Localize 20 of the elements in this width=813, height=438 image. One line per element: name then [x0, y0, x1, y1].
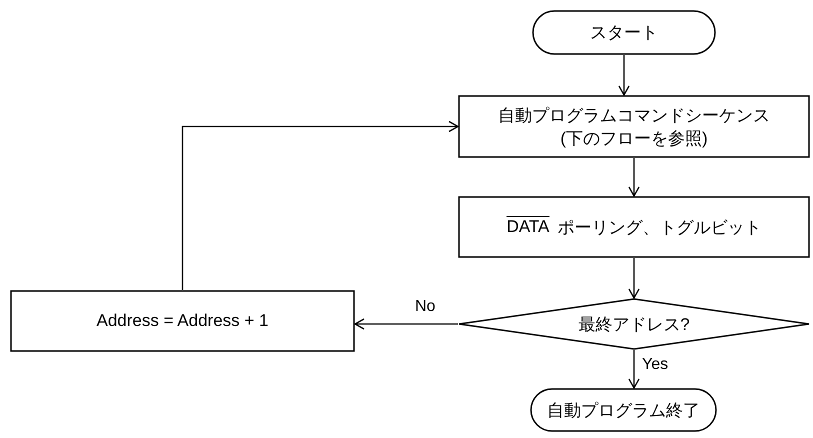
terminal-shape: [532, 10, 716, 55]
node-text: 自動プログラム終了: [547, 400, 700, 422]
node-text: (下のフローを参照): [560, 128, 708, 150]
process-box: [10, 290, 355, 352]
node-text: ポーリング、トグルビット: [557, 216, 762, 238]
process-box: [458, 95, 810, 158]
arrow: [628, 258, 640, 299]
process-box: [458, 196, 810, 258]
arrow: [354, 318, 458, 330]
node-text: DATA: [506, 217, 550, 237]
arrow: [628, 350, 640, 389]
terminal-shape: [530, 388, 717, 432]
node-text: 最終アドレス?: [578, 314, 690, 336]
node-text: Address = Address + 1: [96, 311, 268, 331]
node-text: 自動プログラムコマンドシーケンス: [498, 104, 770, 126]
arrow: [618, 55, 630, 96]
arrow: [628, 158, 640, 197]
arrow: [182, 120, 459, 290]
node-text: スタート: [590, 22, 658, 44]
decision-diamond: [458, 298, 810, 350]
